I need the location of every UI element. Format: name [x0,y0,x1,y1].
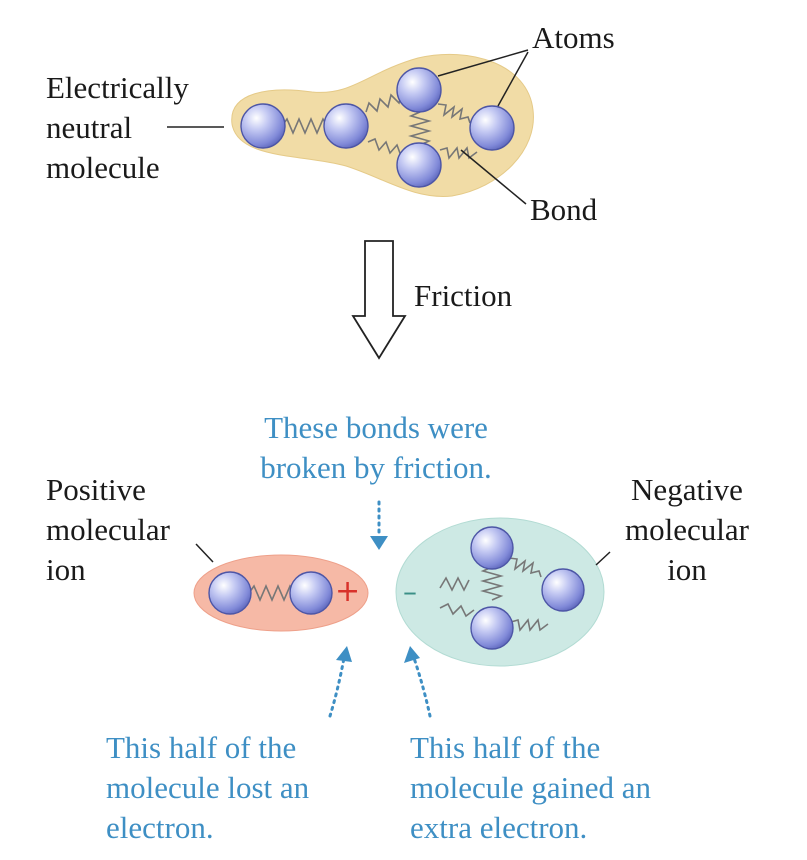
atom [323,103,369,149]
atoms-label: Atoms [532,20,615,55]
label-line: neutral [46,110,133,145]
atom [240,103,286,149]
broken-bond-stub [439,576,470,592]
bond-spring [248,583,295,603]
note-line: This half of the [106,730,297,765]
negative-ion-label: Negative molecular ion [602,470,772,590]
note-line: molecule gained an [410,770,652,805]
label-line: ion [46,552,86,587]
lost-electron-note: This half of the molecule lost an electr… [106,728,309,848]
broken-bond-stub [439,602,475,618]
note-line: This half of the [410,730,601,765]
note-line: electron. [106,810,214,845]
atom [470,526,514,570]
bond-spring [508,557,542,578]
atoms-leader-line [437,49,529,77]
bond-spring [281,116,328,136]
label-line: Negative [631,472,743,507]
bond-leader-line [460,149,527,205]
neutral-bonds [281,92,478,160]
label-line: ion [667,552,707,587]
bond-spring [480,566,504,601]
note-line: molecule lost an [106,770,310,805]
bond-spring [408,111,432,146]
label-line: molecular [625,512,749,547]
note-line: extra electron. [410,810,588,845]
bond-label: Bond [530,192,598,227]
note-line: These bonds were [264,410,488,445]
note-line: broken by friction. [260,450,492,485]
broken-bonds-note: These bonds were broken by friction. [238,408,514,488]
atom [289,571,333,615]
dotted-arrow-heads [336,536,420,663]
arrowhead-icon [370,536,388,550]
negative-ion-atoms [470,526,585,650]
friction-arrow-icon [351,240,407,360]
positive-ion-atoms [208,571,333,615]
negative-charge-sign: – [403,575,417,608]
friction-label: Friction [414,278,513,313]
bond-spring [365,92,403,113]
gained-electron-note: This half of the molecule gained an extr… [410,728,651,848]
arrowhead-icon [336,646,352,662]
dotted-arrows [328,500,432,718]
label-line: molecular [46,512,170,547]
positive-ion-label: Positive molecular ion [46,470,170,590]
atom [396,142,442,188]
arrowhead-icon [404,646,420,663]
negative-bonds [439,557,549,632]
atom [541,568,585,612]
atoms-leader-line [497,51,529,107]
neutral-atoms [240,67,515,188]
positive-charge-sign: + [335,574,361,609]
atom [208,571,252,615]
label-line: Positive [46,472,146,507]
top-leader-lines [167,49,529,205]
neutral-molecule-label: Electrically neutral molecule [46,68,189,188]
negative-ion-blob [395,517,605,667]
atom [470,606,514,650]
lost-electron-dotted-arrow [328,656,346,718]
label-line: molecule [46,150,160,185]
bottom-leader-lines [195,543,611,566]
negative-ion-leader-line [595,551,611,566]
positive-ion-leader-line [195,543,214,563]
atom [469,105,515,151]
gained-electron-dotted-arrow [412,656,432,718]
label-line: Electrically [46,70,189,105]
bond-spring [510,618,549,632]
atom [396,67,442,113]
bond-spring [437,103,471,124]
neutral-molecule-blob [231,53,534,197]
